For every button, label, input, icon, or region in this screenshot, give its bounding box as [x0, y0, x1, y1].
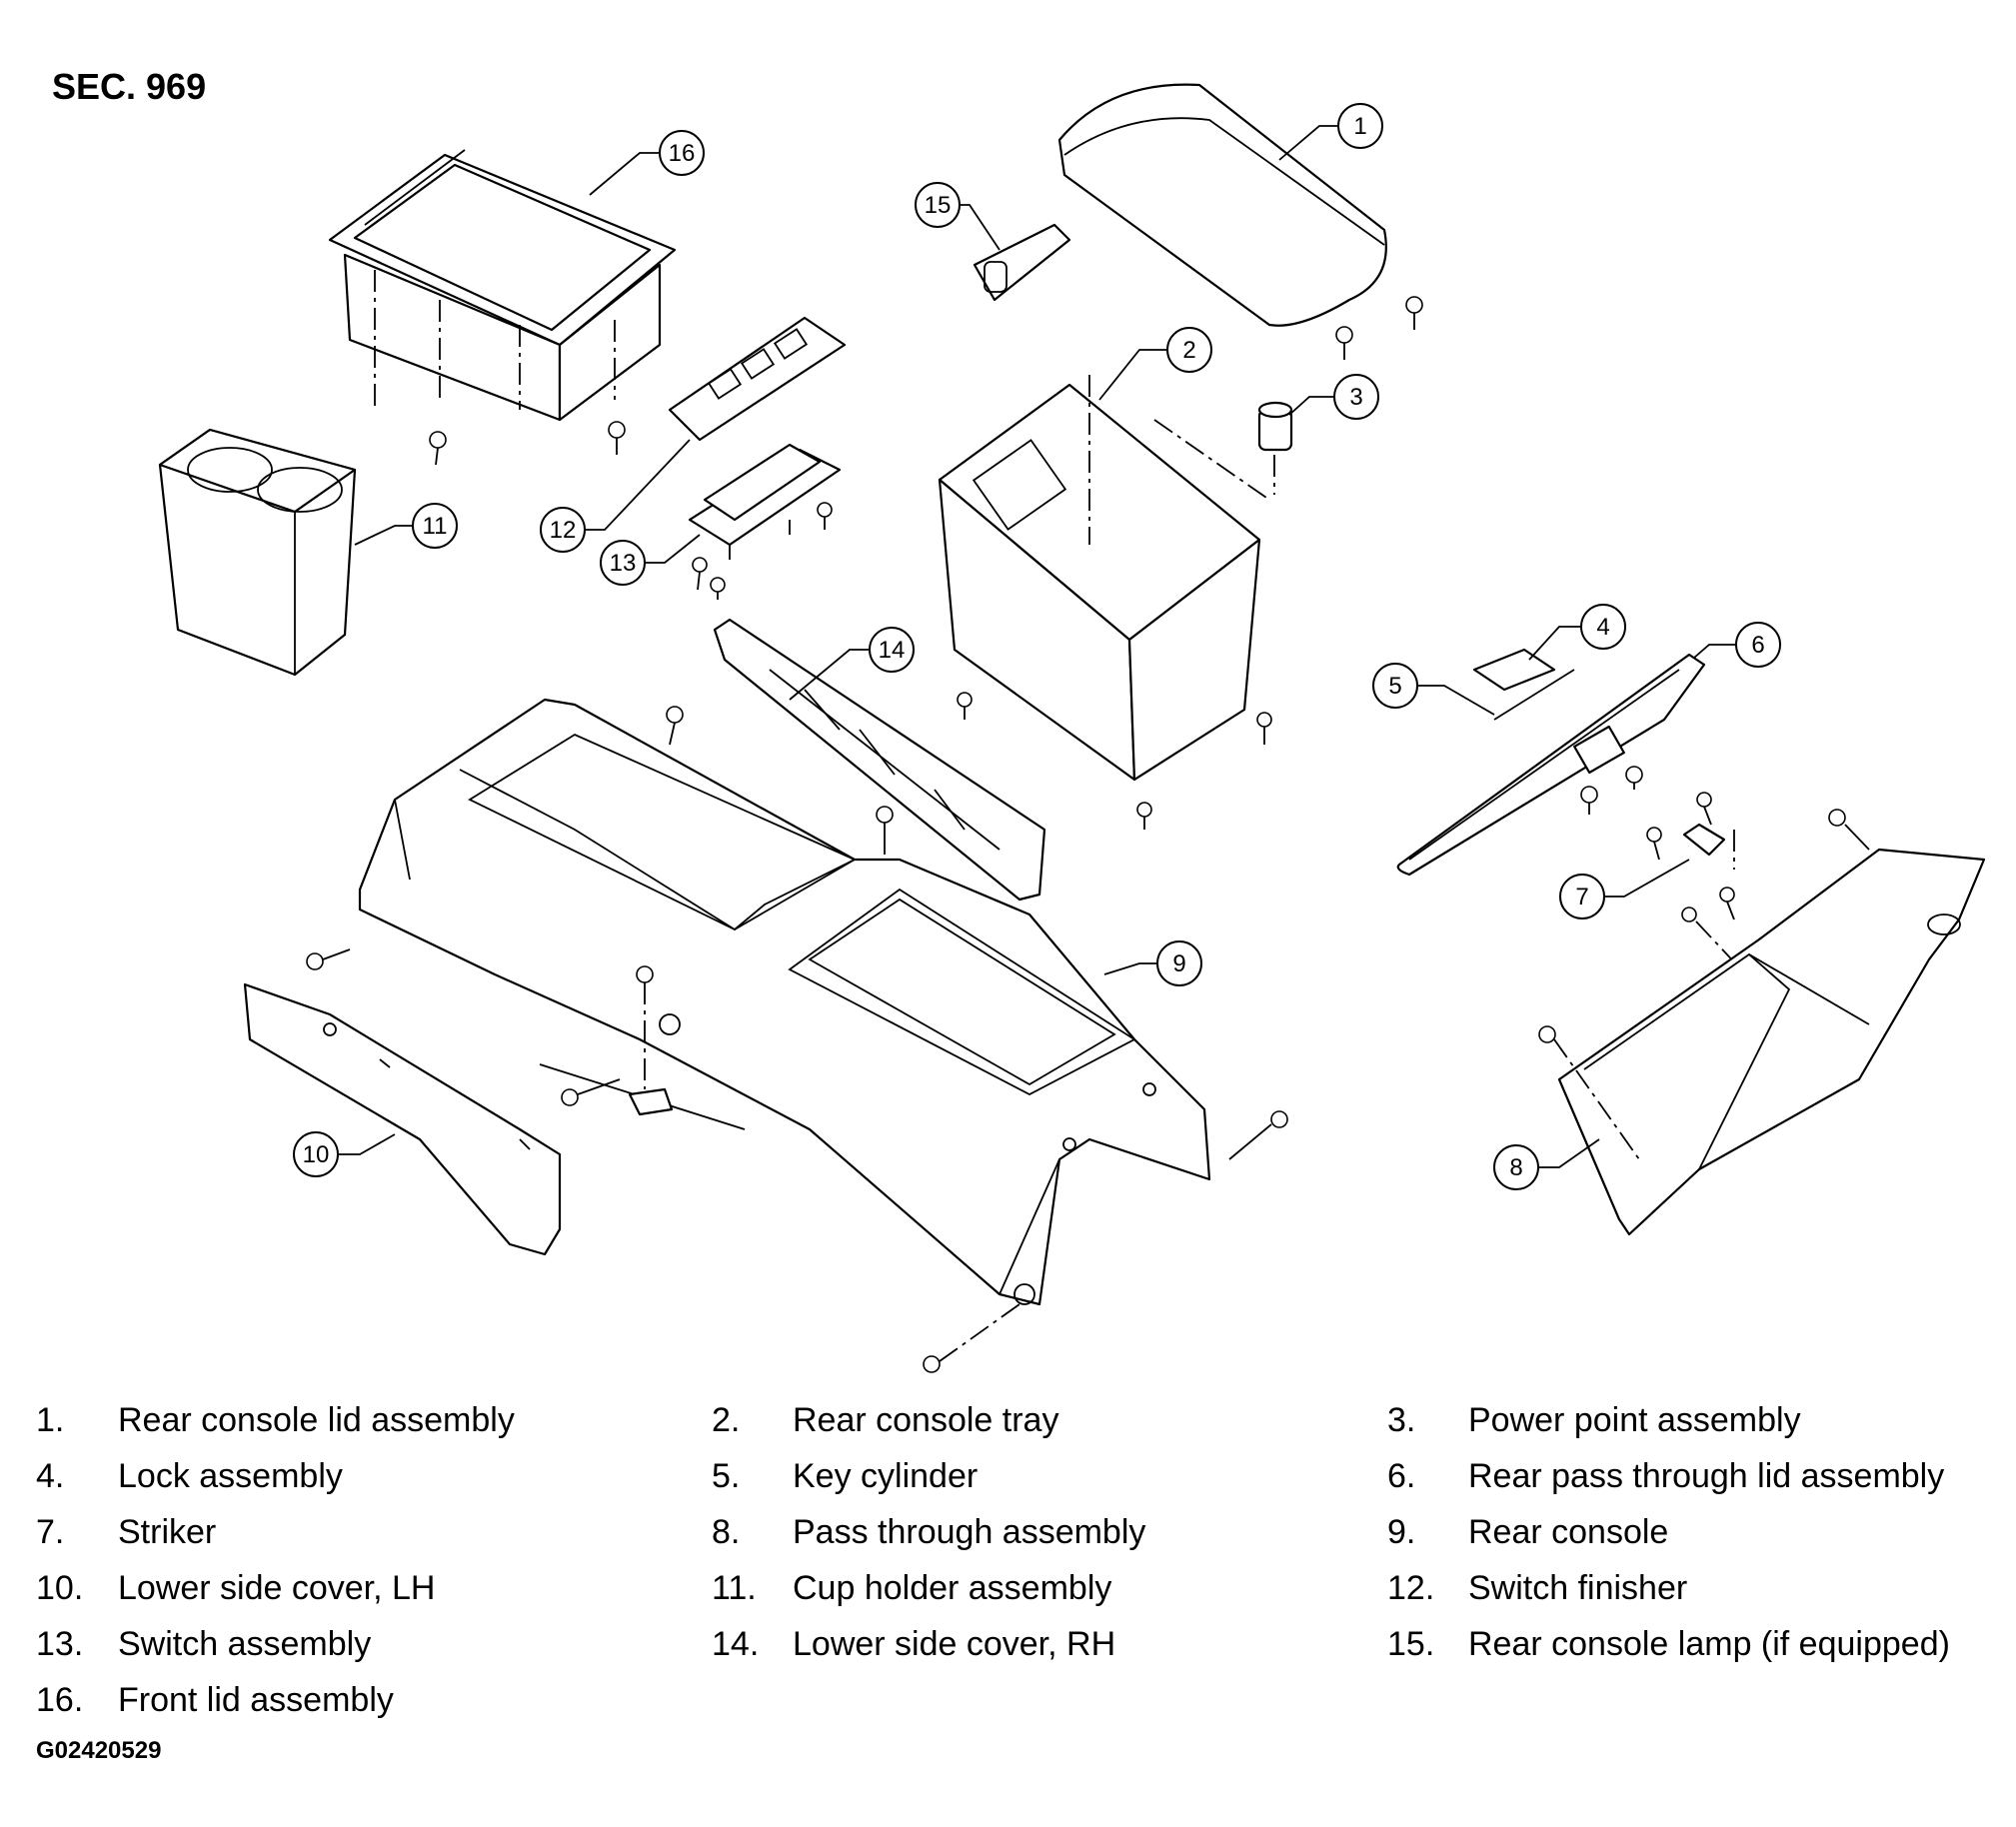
callout-10: 10 [293, 1131, 339, 1177]
part-lower-side-cover-lh [243, 982, 562, 1256]
part-key-cylinder [1493, 669, 1575, 721]
legend-number: 9. [1387, 1513, 1416, 1551]
part-cup-holder-assembly [158, 428, 357, 677]
figure-code: G02420529 [36, 1737, 162, 1764]
legend-number: 13. [36, 1625, 84, 1663]
legend-number: 8. [712, 1513, 741, 1551]
legend-number: 4. [36, 1457, 65, 1495]
legend-number: 3. [1387, 1401, 1416, 1439]
svg-text:6: 6 [1751, 632, 1764, 659]
legend-part-name: Front lid assembly [118, 1681, 394, 1719]
legend-part-name: Lower side cover, RH [793, 1625, 1116, 1663]
svg-text:16: 16 [669, 140, 696, 167]
legend-part-name: Rear console lid assembly [118, 1401, 515, 1439]
legend-part-name: Lock assembly [118, 1457, 343, 1495]
svg-text:14: 14 [879, 637, 906, 664]
legend-number: 2. [712, 1401, 741, 1439]
svg-text:1: 1 [1353, 113, 1366, 140]
legend-number: 14. [712, 1625, 760, 1663]
callout-4: 4 [1580, 604, 1626, 650]
callout-13: 13 [600, 540, 646, 586]
callout-6: 6 [1735, 622, 1781, 668]
legend-number: 11. [712, 1569, 757, 1607]
legend-part-name: Rear console [1468, 1513, 1669, 1551]
callout-16: 16 [659, 130, 705, 176]
legend-part-name: Rear console tray [793, 1401, 1059, 1439]
legend-number: 10. [36, 1569, 84, 1607]
part-rear-pass-through-lid-assembly [1396, 653, 1706, 877]
part-front-lid-assembly [328, 149, 677, 466]
part-switch-assembly [688, 443, 842, 600]
callout-12: 12 [540, 507, 586, 553]
leader-lines [338, 125, 1736, 1168]
legend-number: 16. [36, 1681, 84, 1719]
legend-number: 12. [1387, 1569, 1435, 1607]
legend-number: 15. [1387, 1625, 1435, 1663]
svg-text:11: 11 [423, 513, 448, 540]
legend-number: 5. [712, 1457, 741, 1495]
legend-part-name: Power point assembly [1468, 1401, 1801, 1439]
callout-11: 11 [412, 503, 458, 549]
legend-number: 1. [36, 1401, 65, 1439]
svg-text:3: 3 [1349, 384, 1362, 411]
legend-number: 6. [1387, 1457, 1416, 1495]
part-switch-finisher [668, 316, 847, 442]
legend-part-name: Cup holder assembly [793, 1569, 1112, 1607]
svg-text:8: 8 [1509, 1154, 1522, 1181]
svg-text:4: 4 [1596, 614, 1609, 641]
section-title: SEC. 969 [52, 66, 207, 107]
callout-2: 2 [1166, 327, 1212, 373]
svg-text:10: 10 [303, 1141, 330, 1168]
part-power-point-assembly [1257, 401, 1293, 495]
part-rear-console-lamp [973, 223, 1071, 302]
callout-14: 14 [869, 627, 915, 673]
part-rear-console [306, 698, 1288, 1373]
svg-text:9: 9 [1172, 950, 1185, 977]
svg-text:13: 13 [610, 550, 637, 577]
svg-text:7: 7 [1575, 884, 1588, 911]
part-pass-through-assembly [1538, 809, 1986, 1236]
callout-1: 1 [1337, 103, 1383, 149]
legend-part-name: Pass through assembly [793, 1513, 1146, 1551]
callout-9: 9 [1156, 940, 1202, 986]
svg-text:2: 2 [1182, 337, 1195, 364]
legend-part-name: Switch assembly [118, 1625, 372, 1663]
svg-text:5: 5 [1388, 673, 1401, 700]
svg-text:12: 12 [550, 517, 577, 544]
legend-part-name: Rear pass through lid assembly [1468, 1457, 1945, 1495]
callout-5: 5 [1372, 663, 1418, 709]
legend-number: 7. [36, 1513, 65, 1551]
callout-7: 7 [1559, 874, 1605, 919]
legend-part-name: Lower side cover, LH [118, 1569, 436, 1607]
part-rear-console-lid-assembly [1057, 83, 1423, 360]
legend-part-name: Switch finisher [1468, 1569, 1688, 1607]
legend-part-name: Striker [118, 1513, 217, 1551]
part-rear-console-tray [938, 375, 1272, 830]
svg-text:15: 15 [925, 192, 952, 219]
callout-15: 15 [915, 182, 961, 228]
callout-3: 3 [1333, 374, 1379, 420]
callout-8: 8 [1493, 1144, 1539, 1190]
legend-part-name: Rear console lamp (if equipped) [1468, 1625, 1950, 1663]
part-lock-assembly [1472, 648, 1556, 692]
legend-part-name: Key cylinder [793, 1457, 979, 1495]
part-lower-side-cover-rh [713, 618, 1046, 902]
